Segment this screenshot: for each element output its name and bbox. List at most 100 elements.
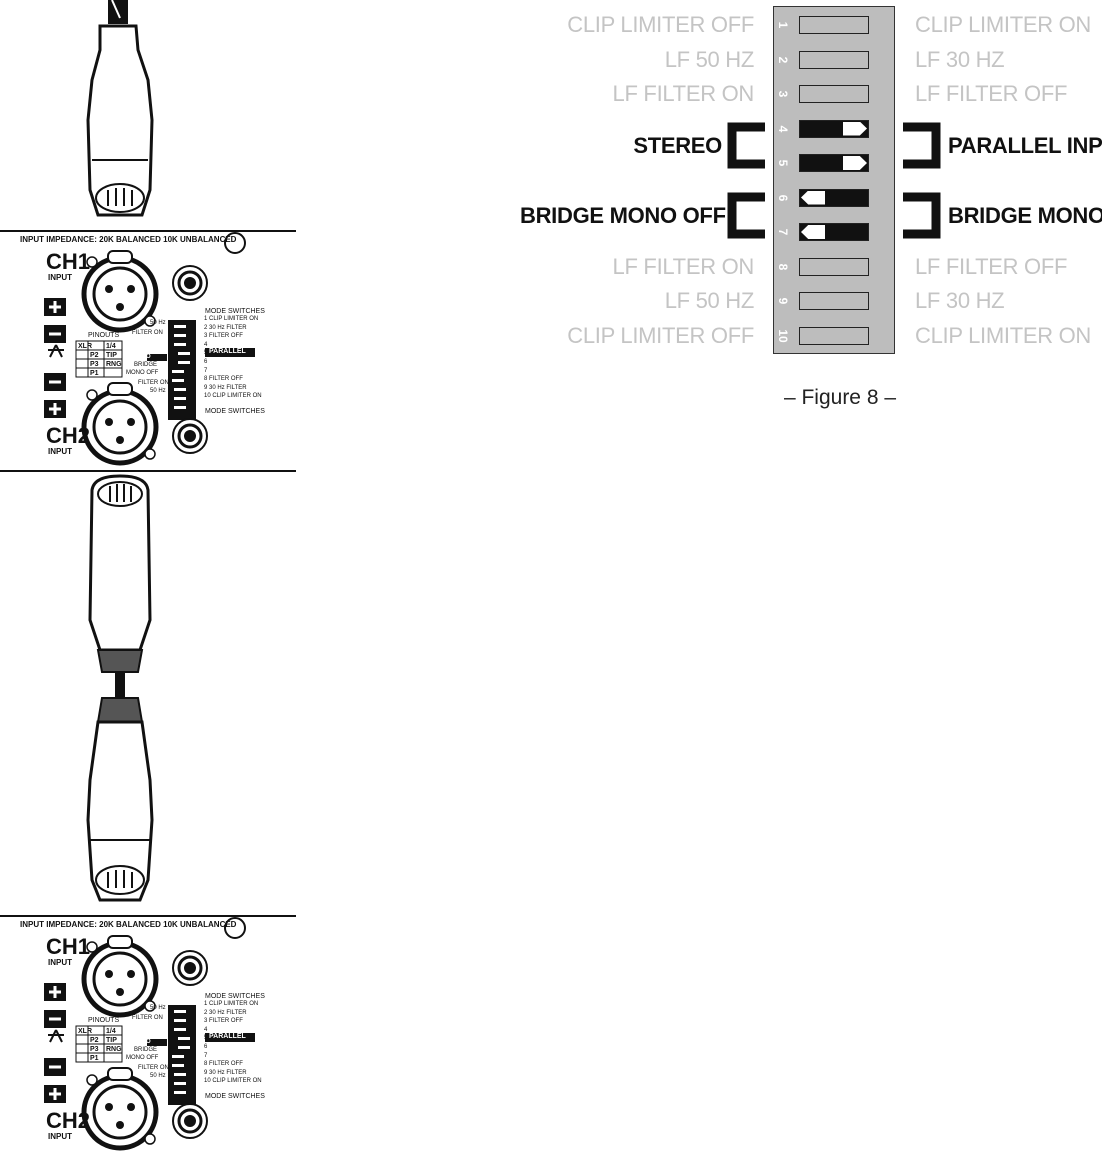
mode-switches-bottom: MODE SWITCHES [205, 1093, 265, 1100]
mode-list-item: 1 CLIP LIMITER ON [204, 1001, 259, 1007]
switch-actuator [843, 156, 867, 170]
stereo-bracket [727, 122, 765, 169]
mono-off-mini: MONO OFF [126, 1055, 159, 1061]
mode-switches-bottom: MODE SWITCHES [205, 408, 265, 415]
mode-list-item: 5 [204, 350, 208, 357]
figure-caption: – Figure 8 – [783, 386, 897, 409]
hz50-label: 50 Hz [150, 320, 166, 326]
filter-on2-label: FILTER ON [138, 380, 169, 386]
switch-left-label: CLIP LIMITER OFF [567, 12, 754, 37]
parallel-mini: PARALLEL [209, 1033, 246, 1040]
pin-tip: TIP [106, 1037, 117, 1044]
mode-list-item: 10 CLIP LIMITER ON [204, 1078, 262, 1085]
switch-right-label: LF 30 HZ [915, 288, 1005, 313]
switch-actuator [801, 190, 825, 205]
parallel-inputs-label: PARALLEL INPUTS [948, 133, 1102, 158]
amp-panel-illustration [0, 0, 300, 1154]
mode-switches-top: MODE SWITCHES [205, 993, 265, 1000]
ch2-label: CH2 [46, 423, 91, 448]
xlr-cable-top [86, 0, 154, 217]
switch-slot-10[interactable] [799, 326, 869, 345]
impedance-label: INPUT IMPEDANCE: 20K BALANCED 10K UNBALA… [20, 235, 237, 244]
switch-slot-7[interactable] [799, 223, 869, 241]
ch1-input-label: INPUT [48, 273, 72, 282]
filter-on-label: FILTER ON [132, 1015, 163, 1021]
bridge-on-bracket [903, 192, 941, 239]
pin-header-xlr: XLR [78, 1028, 92, 1035]
switch-slot-1[interactable] [799, 16, 869, 34]
switch-left-label: CLIP LIMITER OFF [567, 322, 754, 348]
bridge-off-bracket [727, 192, 765, 239]
switch-slot-3[interactable] [799, 85, 869, 103]
pin-rng: RNG [106, 1046, 122, 1053]
ch2-input-label: INPUT [48, 1132, 72, 1141]
switch-actuator [843, 121, 867, 136]
switch-right-label: LF FILTER OFF [915, 81, 1068, 106]
pin-header-quarter: 1/4 [106, 1028, 116, 1035]
mode-list-item: 8 FILTER OFF [204, 376, 243, 383]
mode-list-item: 2 30 Hz FILTER [204, 1009, 247, 1016]
switch-number: 9 [776, 297, 790, 305]
pin-p2: P2 [90, 352, 99, 359]
switch-slot-5[interactable] [799, 154, 869, 172]
pin-p3: P3 [90, 361, 99, 368]
group-brackets [727, 122, 941, 239]
switch-right-label: LF FILTER OFF [915, 253, 1068, 279]
ch2-label: CH2 [46, 1108, 91, 1133]
stereo-mini: STEREO [126, 354, 151, 360]
mode-list-item: 6 [204, 1044, 208, 1050]
pin-p1: P1 [90, 1055, 99, 1062]
switch-number: 8 [776, 263, 790, 270]
mode-list-item: 3 FILTER OFF [204, 333, 243, 340]
mode-switches-top: MODE SWITCHES [205, 308, 265, 315]
switch-slot-2[interactable] [799, 50, 869, 69]
filter-on2-label: FILTER ON [138, 1065, 169, 1071]
bridge-mini: BRIDGE [134, 362, 158, 368]
switch-slot-6[interactable] [799, 188, 869, 207]
switch-left-label: LF FILTER ON [612, 81, 755, 106]
pin-rng: RNG [106, 361, 122, 368]
switch-right-label: LF 30 HZ [915, 46, 1005, 72]
switch-left-label: LF 50 HZ [664, 288, 755, 313]
switch-slot-8[interactable] [799, 257, 869, 276]
impedance-label: INPUT IMPEDANCE: 20K BALANCED 10K UNBALA… [20, 920, 237, 929]
switch-right-label: CLIP LIMITER ON [915, 322, 1092, 348]
pin-header-xlr: XLR [78, 343, 92, 350]
mode-list-item: 2 30 Hz FILTER [204, 324, 247, 331]
parallel-bracket [903, 122, 941, 169]
mode-list-item: 8 FILTER OFF [204, 1061, 243, 1068]
switch-slot-9[interactable] [799, 292, 869, 310]
ch1-label: CH1 [46, 934, 91, 959]
switch-number: 10 [776, 328, 790, 343]
mode-list-item: 6 [204, 359, 208, 365]
pin-p3: P3 [90, 1046, 99, 1053]
mode-list-item: 3 FILTER OFF [204, 1018, 243, 1025]
stereo-label: STEREO [633, 133, 722, 158]
stereo-mini: STEREO [126, 1039, 151, 1045]
hz50b-label: 50 Hz [150, 388, 166, 394]
pin-header-quarter: 1/4 [106, 343, 116, 350]
ch1-label: CH1 [46, 249, 91, 274]
parallel-mini: PARALLEL [209, 348, 246, 355]
switch-left-label: LF 50 HZ [664, 46, 755, 72]
bridge-mono-on-label: BRIDGE MONO ON [948, 203, 1102, 228]
pin-p2: P2 [90, 1037, 99, 1044]
mono-off-mini: MONO OFF [126, 370, 159, 376]
mode-list-item: 7 [204, 1052, 208, 1059]
mode-list-item: 1 CLIP LIMITER ON [204, 316, 259, 322]
mode-list-item: 9 30 Hz FILTER [204, 1069, 247, 1076]
hz50b-label: 50 Hz [150, 1073, 166, 1079]
pin-tip: TIP [106, 352, 117, 359]
pin-p1: P1 [90, 370, 99, 377]
mode-list-item: 4 [204, 341, 208, 348]
mode-list-item: 10 CLIP LIMITER ON [204, 393, 262, 400]
mode-list-item: 7 [204, 367, 208, 374]
pinouts-label: PINOUTS [88, 1017, 120, 1024]
switch-left-label: LF FILTER ON [612, 253, 755, 279]
ch1-input-label: INPUT [48, 958, 72, 967]
hz50-label: 50 Hz [150, 1005, 166, 1011]
bridge-mono-off-label: BRIDGE MONO OFF [520, 203, 726, 228]
pinouts-label: PINOUTS [88, 332, 120, 339]
mode-list-item: 4 [204, 1026, 208, 1033]
switch-slot-4[interactable] [799, 119, 869, 138]
